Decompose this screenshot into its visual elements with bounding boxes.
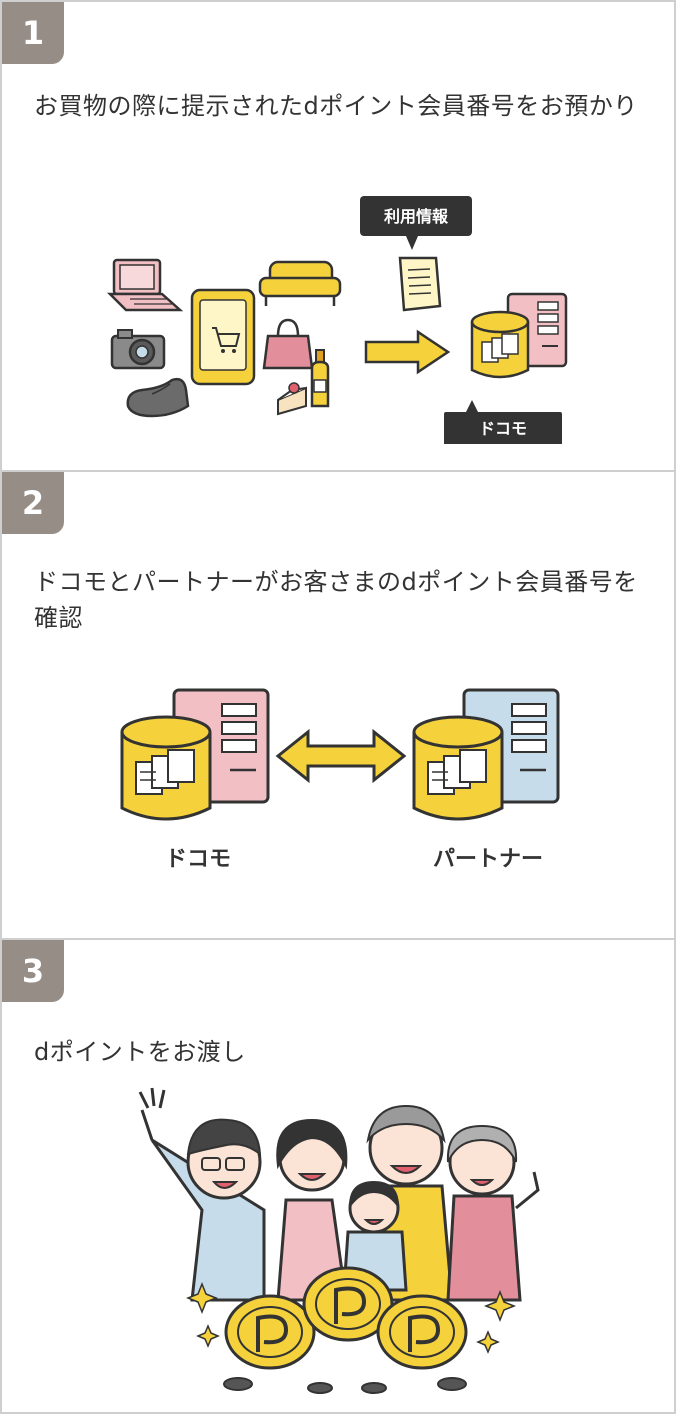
wine-bottle-icon <box>312 350 328 406</box>
dpoint-coin-icon <box>378 1296 466 1368</box>
laptop-icon <box>110 260 180 310</box>
step-2-panel: 2 ドコモとパートナーがお客さまのdポイント会員番号を確認 <box>0 470 676 940</box>
step-1-illustration: 利用情報 ドコモ <box>2 2 674 470</box>
docomo-label: ドコモ <box>165 847 231 872</box>
camera-icon <box>112 330 164 368</box>
man-figure <box>140 1088 264 1300</box>
dpoint-coin-icon <box>226 1296 314 1368</box>
usage-info-bubble: 利用情報 <box>360 196 472 250</box>
grandmother-figure <box>448 1126 538 1300</box>
step-1-panel: 1 お買物の際に提示されたdポイント会員番号をお預かり <box>0 0 676 472</box>
step-2-illustration: ドコモ パートナー <box>2 472 674 938</box>
smartphone-icon <box>192 290 254 384</box>
docomo-database-icon <box>122 717 210 819</box>
step-3-illustration <box>2 940 674 1412</box>
handbag-icon <box>264 320 312 368</box>
partner-database-icon <box>414 717 502 819</box>
right-arrow-icon <box>366 332 448 372</box>
feet-shadow <box>224 1378 466 1393</box>
double-arrow-icon <box>278 732 404 780</box>
sofa-icon <box>260 262 340 306</box>
step-3-panel: 3 dポイントをお渡し <box>0 938 676 1414</box>
database-icon <box>472 312 528 377</box>
document-icon <box>400 258 440 310</box>
partner-label: パートナー <box>433 847 543 872</box>
usage-info-label: 利用情報 <box>384 207 449 226</box>
shoe-icon <box>128 379 188 416</box>
docomo-bubble: ドコモ <box>444 400 562 444</box>
docomo-label: ドコモ <box>479 419 527 438</box>
cake-icon <box>278 383 306 414</box>
